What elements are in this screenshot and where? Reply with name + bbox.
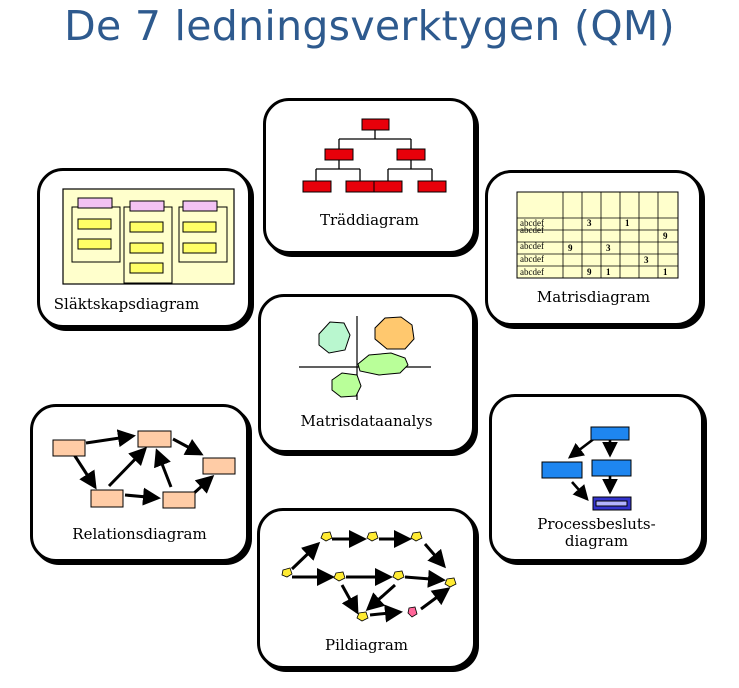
relation-node [137, 430, 172, 448]
matrix-diagram-card: abcdef abcdef abcdef abcdef abcdef 3 1 9 9 3… [485, 170, 702, 326]
pdpc-diagram-card: Processbesluts- diagram [489, 394, 704, 562]
matrix-cell-value: 3 [587, 218, 592, 228]
matrix-row-label: abcdef [520, 241, 544, 251]
relation-node [202, 457, 236, 475]
affinity-group [71, 206, 121, 263]
affinity-card [129, 262, 164, 274]
pdpc-step [590, 426, 630, 441]
affinity-card [129, 221, 164, 233]
tree-root-box [361, 118, 390, 131]
arrow-diagram-card: Pildiagram [257, 508, 476, 669]
relations-diagram-card: Relationsdiagram [30, 404, 249, 562]
pdpc-step [541, 461, 583, 479]
matrix-data-analysis-graphic [299, 316, 431, 400]
relations-diagram-graphic [52, 429, 236, 509]
tree-leaf-box [417, 180, 447, 193]
relation-node [90, 489, 124, 508]
page-title: De 7 ledningsverktygen (QM) [64, 2, 675, 50]
matrix-cell-value: 9 [568, 243, 573, 253]
tree-leaf-box [373, 180, 403, 193]
pdpc-diagram-label-line2: diagram [564, 532, 629, 550]
matrix-diagram-label: Matrisdiagram [536, 288, 651, 306]
cluster-bubble [331, 372, 362, 398]
arrow-node [392, 570, 405, 581]
arrow-node [356, 611, 369, 622]
arrow-diagram-graphic [281, 530, 457, 623]
affinity-card [129, 242, 164, 254]
pdpc-step [591, 459, 632, 477]
matrix-row-label: abcdef [520, 267, 544, 277]
matrix-data-analysis-label: Matrisdataanalys [300, 412, 433, 430]
affinity-header [182, 200, 218, 212]
affinity-card [77, 238, 112, 250]
affinity-card [182, 221, 217, 233]
relation-node [52, 439, 86, 457]
arrow-node [366, 531, 379, 542]
tree-leaf-box [345, 180, 375, 193]
tree-node-box [324, 148, 354, 161]
matrix-row-label: abcdef [520, 225, 544, 235]
matrix-cell-value: 9 [587, 267, 592, 277]
cluster-bubble [318, 321, 351, 354]
tree-diagram-graphic [302, 118, 447, 193]
matrix-cell-value: 3 [644, 255, 649, 265]
arrow-node [333, 571, 346, 582]
matrix-cell-value: 1 [606, 267, 611, 277]
arrow-node-highlight [407, 606, 418, 618]
arrow-node [410, 531, 423, 542]
cluster-bubble [357, 352, 409, 376]
matrix-row-label: abcdef [520, 218, 544, 228]
affinity-diagram-graphic [62, 188, 235, 285]
matrix-cell-value: 9 [663, 231, 668, 241]
affinity-header [129, 200, 165, 212]
affinity-header [77, 197, 113, 209]
cluster-bubble [374, 316, 415, 350]
matrix-row-label: abcdef [520, 254, 544, 264]
tree-node-box [396, 148, 426, 161]
affinity-diagram-label: Släktskapsdiagram [53, 295, 200, 313]
relation-node [162, 491, 196, 509]
affinity-group [178, 206, 228, 263]
matrix-cell-value: 1 [663, 267, 668, 277]
tree-diagram-card: Träddiagram [263, 98, 476, 254]
matrix-cell-value: 3 [606, 243, 611, 253]
affinity-card [77, 218, 112, 230]
tree-diagram-label: Träddiagram [319, 211, 419, 229]
pdpc-diagram-graphic [541, 426, 632, 511]
arrow-diagram-label: Pildiagram [325, 636, 408, 654]
tree-leaf-box [302, 180, 332, 193]
matrix-cell-value: 1 [625, 218, 630, 228]
matrix-diagram-graphic: abcdef abcdef abcdef abcdef abcdef 3 1 9 9 3… [516, 191, 679, 279]
pdpc-diagram-label-line1: Processbesluts- [537, 515, 656, 533]
arrow-node [320, 531, 333, 542]
matrix-data-analysis-card: Matrisdataanalys [258, 294, 475, 453]
arrow-node [444, 577, 457, 588]
affinity-diagram-card: Släktskapsdiagram [37, 168, 251, 328]
relations-diagram-label: Relationsdiagram [72, 525, 207, 543]
affinity-card [182, 242, 217, 254]
arrow-node [281, 567, 293, 578]
